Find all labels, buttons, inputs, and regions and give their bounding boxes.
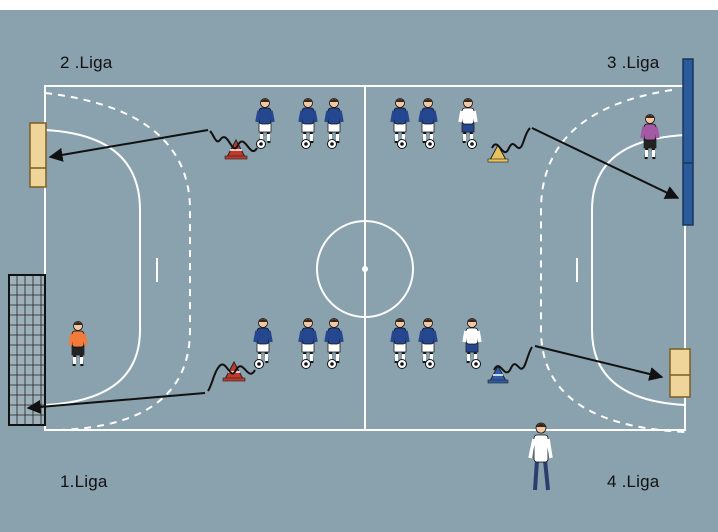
player-queue-bottom-left-2 <box>298 318 318 369</box>
goalkeeper-left <box>68 321 88 367</box>
right-goal-area <box>591 134 686 406</box>
right-free-throw-line <box>540 89 686 433</box>
player-queue-top-right-2 <box>418 98 438 149</box>
center-circle <box>316 220 414 318</box>
player-queue-top-left-1 <box>255 98 275 149</box>
label-4-liga: 4 .Liga <box>607 472 660 491</box>
player-queue-bottom-left-3 <box>324 318 344 369</box>
player-queue-bottom-right-3 <box>462 318 482 369</box>
handball-goal-left <box>8 274 46 426</box>
player-queue-bottom-right-1 <box>390 318 410 369</box>
drill-arrows <box>26 127 680 414</box>
mini-goal-right <box>669 348 691 398</box>
player-queue-top-left-2 <box>298 98 318 149</box>
dribble-path-bottom-right <box>493 346 533 374</box>
shot-arrow-bottom-left <box>26 392 206 414</box>
shot-arrow-top-right <box>531 127 680 199</box>
player-queue-top-right-1 <box>390 98 410 149</box>
label-3-liga: 3 .Liga <box>607 53 660 72</box>
court-lines <box>44 85 686 433</box>
player-queue-top-left-3 <box>324 98 344 149</box>
cone-blue-bottom <box>487 364 509 384</box>
coach <box>528 422 553 491</box>
player-queue-bottom-left-1 <box>253 318 273 369</box>
left-free-throw-line <box>44 92 191 431</box>
left-goal-area <box>44 129 141 406</box>
goalkeeper-right <box>640 114 660 160</box>
bench-right <box>682 58 694 226</box>
dribble-path-top-left <box>209 130 258 152</box>
page-frame <box>0 0 718 10</box>
label-1-liga: 1.Liga <box>60 472 108 491</box>
shot-arrow-top-left <box>48 129 209 162</box>
dribble-path-top-right <box>491 127 531 154</box>
label-2-liga: 2 .Liga <box>60 53 113 72</box>
mini-goal-left <box>29 122 47 188</box>
shot-arrow-bottom-right <box>534 345 664 381</box>
dribble-path-bottom-left <box>207 363 256 392</box>
player-queue-top-right-3 <box>458 98 478 149</box>
cone-yellow-top <box>487 143 509 163</box>
player-queue-bottom-right-2 <box>418 318 438 369</box>
center-spot <box>362 266 368 272</box>
players <box>68 98 660 491</box>
